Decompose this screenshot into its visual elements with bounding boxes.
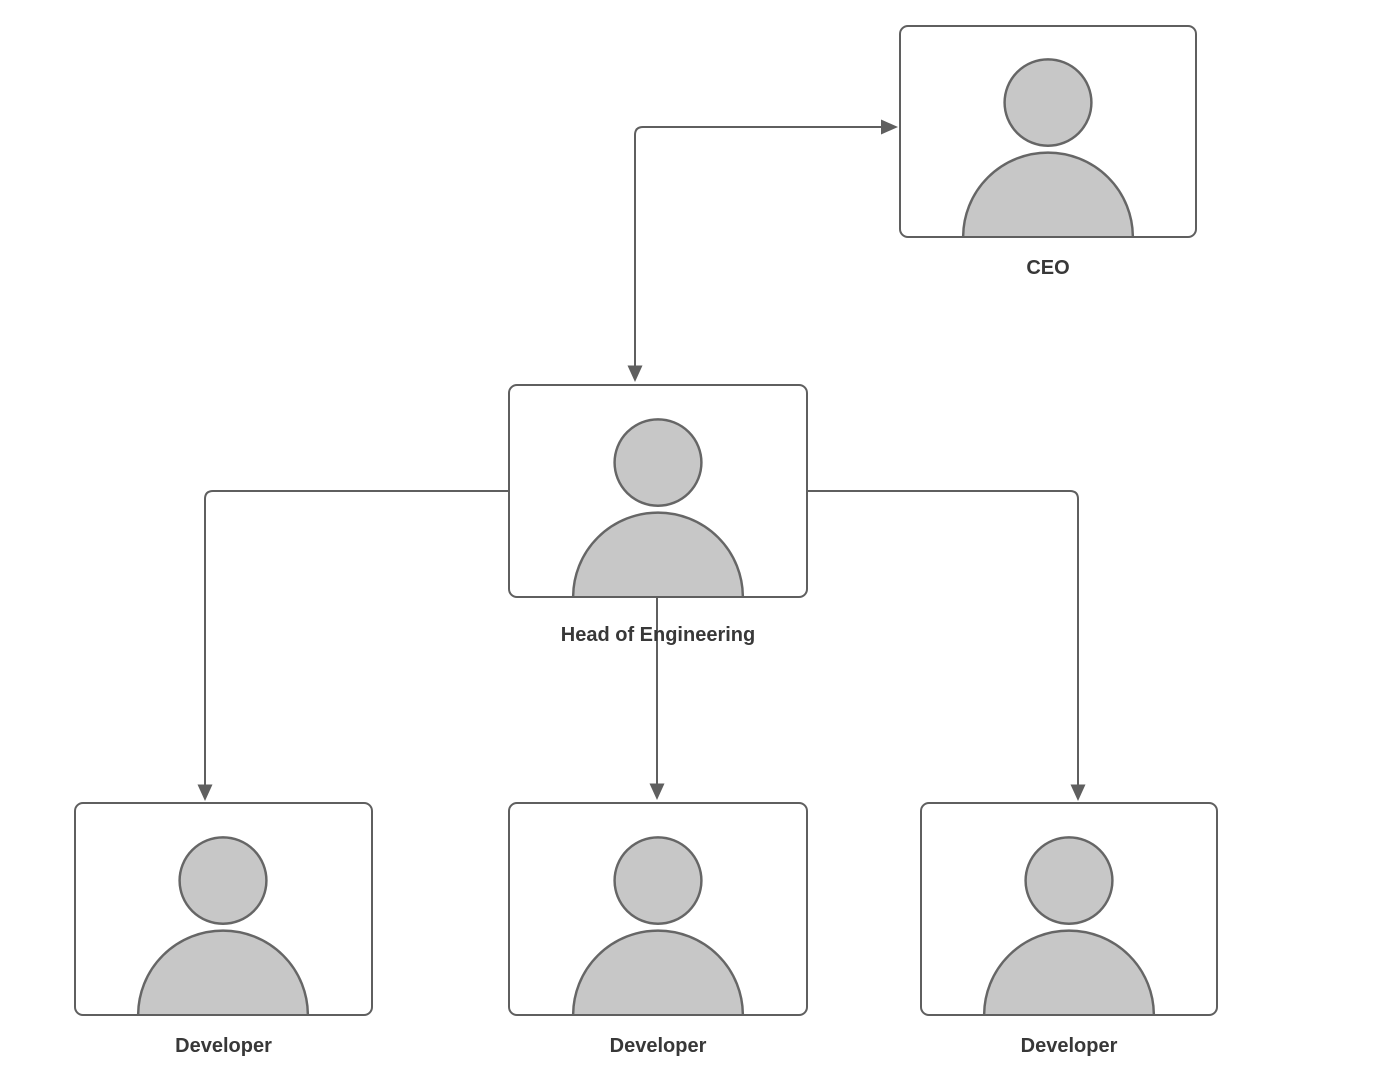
arrowhead-into-developer-1	[197, 784, 213, 801]
person-head	[1024, 836, 1114, 925]
person-body	[982, 929, 1156, 1014]
node-label-developer-2: Developer	[609, 1035, 707, 1057]
node-label-head-of-engineering: Head of Engineering	[560, 624, 756, 646]
person-body	[571, 511, 745, 596]
person-icon	[571, 418, 745, 596]
person-icon	[961, 58, 1135, 236]
node-head-of-engineering[interactable]	[508, 384, 808, 598]
person-head	[613, 836, 703, 925]
arrowhead-into-ceo	[881, 119, 898, 135]
arrowhead-into-head-of-engineering	[627, 365, 643, 382]
arrowhead-into-developer-3	[1070, 784, 1086, 801]
node-developer-2[interactable]	[508, 802, 808, 1016]
person-head	[178, 836, 268, 925]
person-icon	[571, 836, 745, 1014]
person-head	[613, 418, 703, 507]
connector-head-of-engineering-ceo[interactable]	[634, 126, 883, 367]
node-developer-3[interactable]	[920, 802, 1218, 1016]
node-label-ceo: CEO	[1026, 257, 1070, 279]
connector-head-of-engineering-developer-3[interactable]	[808, 490, 1079, 786]
connector-head-of-engineering-developer-1[interactable]	[204, 490, 508, 786]
person-icon	[982, 836, 1156, 1014]
node-developer-1[interactable]	[74, 802, 373, 1016]
arrowhead-into-developer-2	[649, 783, 665, 800]
person-head	[1003, 58, 1093, 147]
person-body	[571, 929, 745, 1014]
person-body	[136, 929, 310, 1014]
person-body	[961, 151, 1135, 236]
node-label-developer-3: Developer	[1020, 1035, 1118, 1057]
person-icon	[136, 836, 310, 1014]
node-ceo[interactable]	[899, 25, 1197, 238]
node-label-developer-1: Developer	[175, 1035, 272, 1057]
